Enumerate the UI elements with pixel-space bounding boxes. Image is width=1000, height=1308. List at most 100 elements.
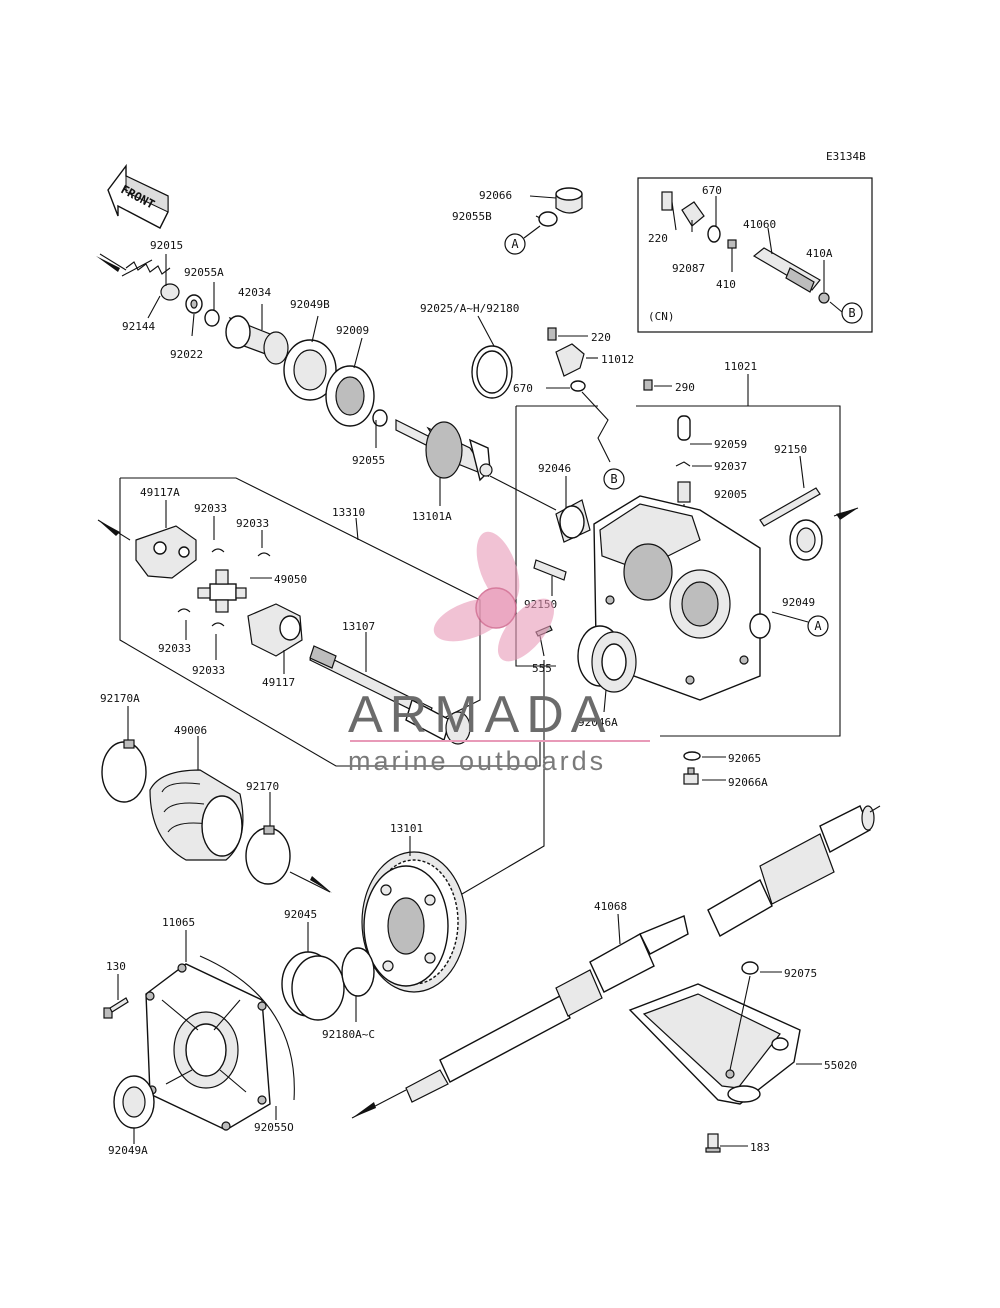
bolt-130 — [103, 997, 129, 1019]
label-92022: 92022 — [170, 348, 203, 361]
label-55020: 55020 — [824, 1059, 857, 1072]
o-ring-670b — [707, 225, 721, 243]
label-92005: 92005 — [714, 488, 747, 501]
screw-220b — [661, 191, 673, 211]
bracket-92087 — [681, 201, 705, 227]
gear-case-11021 — [593, 495, 771, 701]
label-11012: 11012 — [601, 353, 634, 366]
callout-b-inset — [841, 302, 863, 324]
propeller-logo-icon — [433, 531, 555, 662]
label-92037: 92037 — [714, 460, 747, 473]
boot-49006 — [149, 769, 244, 861]
callout-a-top-text: A — [511, 237, 519, 251]
watermark-tagline: marine outboards — [348, 746, 606, 776]
front-arrow-icon: FRONT — [107, 163, 169, 229]
label-92049A: 92049A — [108, 1144, 148, 1157]
inset-label: (CN) — [648, 310, 675, 323]
cap-92075 — [741, 961, 759, 975]
shim-ring-92025 — [471, 345, 513, 399]
label-92150a: 92150 — [774, 443, 807, 456]
label-92059: 92059 — [714, 438, 747, 451]
clip-92033a — [211, 548, 225, 553]
label-49006: 49006 — [174, 724, 207, 737]
plug-290 — [643, 379, 653, 391]
label-92087: 92087 — [672, 262, 705, 275]
ujoint-group-boundary — [120, 477, 481, 721]
bracket-11012 — [555, 343, 585, 377]
o-ring-92055B — [538, 211, 558, 227]
label-183: 183 — [750, 1141, 770, 1154]
label-92025: 92025/A~H/92180 — [420, 302, 519, 315]
cross-49050 — [197, 569, 247, 613]
label-92046: 92046 — [538, 462, 571, 475]
pin-92059 — [677, 415, 691, 441]
label-49050: 49050 — [274, 573, 307, 586]
bolt-183 — [705, 1133, 721, 1153]
label-220a: 220 — [591, 331, 611, 344]
housing-boundary-left — [515, 406, 556, 667]
label-92033a: 92033 — [194, 502, 227, 515]
o-ring-92055A — [204, 309, 220, 327]
label-92055A: 92055A — [184, 266, 224, 279]
label-130: 130 — [106, 960, 126, 973]
callout-b-main-text: B — [610, 472, 617, 486]
label-670a: 670 — [513, 382, 533, 395]
label-13101: 13101 — [390, 822, 423, 835]
label-92045: 92045 — [284, 908, 317, 921]
label-92170A: 92170A — [100, 692, 140, 705]
cover-11065 — [145, 963, 271, 1131]
label-92170: 92170 — [246, 780, 279, 793]
label-13310: 13310 — [332, 506, 365, 519]
housing-boundary-right — [636, 405, 841, 737]
label-92180AC: 92180A~C — [322, 1028, 375, 1041]
callout-b-main — [603, 468, 625, 490]
plug-92066A — [683, 767, 699, 785]
label-92049B: 92049B — [290, 298, 330, 311]
label-92055: 92055 — [352, 454, 385, 467]
callout-a-right — [807, 615, 829, 637]
label-92046A: 92046A — [578, 716, 618, 729]
label-92055B: 92055B — [452, 210, 492, 223]
yoke-49117A — [135, 525, 197, 579]
clamp-92170A — [101, 741, 147, 803]
seal-92049B — [283, 339, 337, 401]
label-13101A: 13101A — [412, 510, 452, 523]
seal-92049A — [113, 1075, 155, 1129]
label-555: 555 — [532, 662, 552, 675]
callout-a-top — [504, 233, 526, 255]
o-ring-670a — [570, 380, 586, 392]
label-49117A: 49117A — [140, 486, 180, 499]
label-290: 290 — [675, 381, 695, 394]
stud-92150b — [533, 559, 567, 581]
label-92144: 92144 — [122, 320, 155, 333]
stud-92150a — [759, 487, 821, 527]
o-ring-92055O — [199, 955, 295, 1101]
watermark-brand: ARMADA — [348, 686, 612, 744]
bearing-92045 — [281, 951, 345, 1021]
label-92055O: 92055O — [254, 1121, 294, 1134]
label-92066: 92066 — [479, 189, 512, 202]
clip-92033d — [211, 622, 225, 627]
callout-a-right-text: A — [814, 619, 822, 633]
pinion-gear-13101A — [395, 419, 493, 482]
label-92075: 92075 — [784, 967, 817, 980]
label-220b: 220 — [648, 232, 668, 245]
label-11065: 11065 — [162, 916, 195, 929]
coupling-42034 — [225, 315, 289, 365]
armada-watermark: ARMADA marine outboards — [348, 531, 650, 776]
washer-92065 — [683, 751, 701, 761]
clip-92037 — [675, 461, 691, 467]
pin-92005 — [677, 481, 691, 503]
label-11021: 11021 — [724, 360, 757, 373]
callout-b-inset-text: B — [848, 306, 855, 320]
clip-92033c — [177, 608, 191, 613]
guard-55020 — [628, 983, 801, 1105]
bearing-92009 — [325, 365, 375, 427]
diagram-code: E3134B — [826, 150, 866, 163]
o-ring-92055 — [372, 409, 388, 427]
label-92066A: 92066A — [728, 776, 768, 789]
label-92033c: 92033 — [158, 642, 191, 655]
ring-gear-13101 — [361, 851, 467, 993]
inset-box: (CN) B 670 41060 220 410A 92087 410 — [637, 177, 873, 333]
